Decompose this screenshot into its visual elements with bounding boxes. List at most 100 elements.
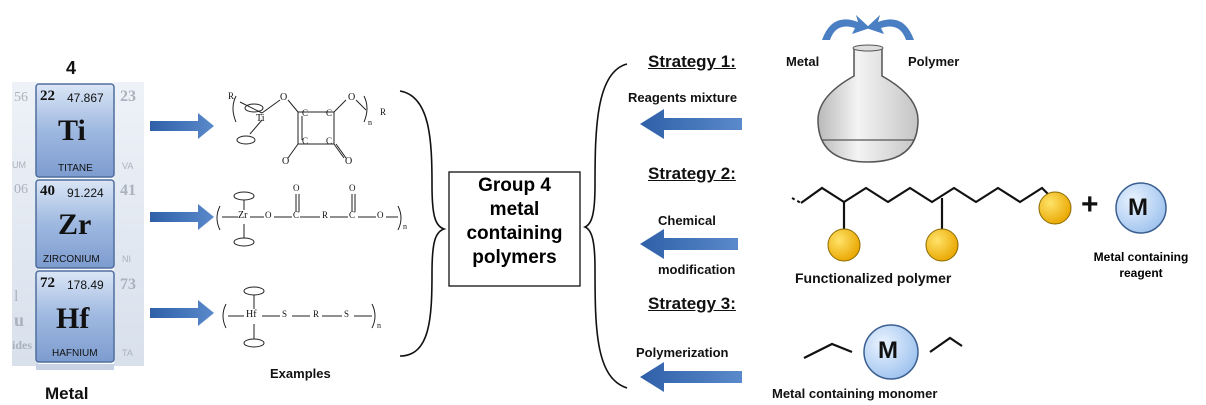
metal-reagent-ball (1115, 182, 1167, 234)
left-neighbor-name: UM (12, 160, 26, 170)
s2-c-2: C (349, 210, 356, 220)
center-box-frame (448, 171, 581, 287)
periodic-table (12, 82, 144, 370)
s3-s-2: S (344, 309, 350, 319)
s1-r-right: R (380, 107, 387, 117)
reagent-caption-line-1: Metal containing (1093, 250, 1189, 264)
strategy1-arrow (640, 109, 742, 139)
s3-subscript: n (377, 321, 381, 330)
structure-ti (232, 95, 368, 159)
metal-caption: Metal (45, 384, 89, 403)
functionalized-polymer-caption: Functionalized polymer (795, 270, 952, 286)
tile-zr (35, 179, 115, 269)
left-brace (399, 90, 447, 357)
left-neighbor-column (12, 82, 38, 366)
reagent-caption: Metal containing reagent (1068, 249, 1206, 281)
ti-mass: 47.867 (67, 91, 104, 105)
strategy2-title: Strategy 2: (648, 164, 736, 183)
left-neighbor-fragment-3: ides (12, 338, 33, 352)
metal-label: Metal (786, 54, 820, 69)
reagent-symbol: M (1128, 194, 1148, 221)
s1-r-left: R (228, 91, 235, 101)
right-neighbor-name-2: NI (122, 254, 131, 264)
s1-c-4: C (326, 136, 333, 146)
zr-mass: 91.224 (67, 186, 104, 200)
strategy2-arrow-label-top: Chemical (658, 213, 716, 228)
arrow-right-3 (150, 300, 214, 326)
hf-symbol: Hf (56, 302, 90, 335)
hf-name: HAFNIUM (52, 348, 98, 359)
center-box-line-2: metal (489, 199, 540, 220)
s1-c-3: C (302, 136, 309, 146)
plus-sign: + (1081, 188, 1099, 221)
tile-hf (35, 270, 115, 363)
strategy2-arrow (640, 229, 738, 259)
reagent-caption-line-2: reagent (1119, 266, 1163, 280)
metal-monomer (803, 324, 963, 380)
s1-o-right: O (348, 92, 356, 103)
s2-c-1: C (293, 210, 300, 220)
strategy1-arrow-label: Reagents mixture (628, 90, 738, 105)
zr-symbol: Zr (58, 208, 92, 241)
right-brace (582, 63, 628, 389)
s1-o-bottom-1: O (282, 156, 290, 167)
monomer-caption: Metal containing monomer (772, 386, 938, 401)
right-neighbor-name-1: VA (122, 161, 134, 171)
center-box-line-1: Group 4 (478, 175, 551, 196)
strategy3-arrow-label: Polymerization (636, 345, 729, 360)
right-neighbor-number-3: 73 (120, 276, 136, 293)
s1-o-bottom-2: O (345, 156, 353, 167)
s2-r: R (322, 210, 329, 220)
s1-c-2: C (326, 108, 333, 118)
tile-ti (35, 83, 115, 178)
flask (817, 44, 919, 163)
hf-mass: 178.49 (67, 278, 104, 292)
s3-s-1: S (282, 309, 288, 319)
s1-metal: Ti (256, 113, 265, 124)
s3-r: R (313, 309, 320, 319)
s1-o-left: O (280, 92, 288, 103)
example-arrows (150, 113, 214, 326)
polymer-label: Polymer (908, 54, 960, 69)
center-box: Group 4 metal containing polymers (450, 174, 579, 270)
polymer-curved-arrow (866, 15, 914, 40)
group-number: 4 (66, 58, 77, 78)
tile-below (36, 364, 114, 370)
hf-number: 72 (40, 275, 55, 291)
monomer-symbol: M (878, 337, 898, 364)
right-neighbor-name-3: TA (122, 348, 133, 358)
left-neighbor-number-1: 56 (14, 90, 28, 105)
s3-metal: Hf (246, 309, 257, 320)
left-neighbor-fragment-1: l (14, 288, 19, 305)
s2-o-2: O (377, 210, 384, 220)
right-neighbor-column (114, 82, 144, 366)
center-box-line-4: polymers (472, 247, 557, 268)
strategy3-arrow (640, 362, 742, 392)
s2-o-top-2: O (349, 183, 356, 193)
s2-metal: Zr (238, 210, 248, 221)
ti-number: 22 (40, 88, 55, 104)
arrow-right-2 (150, 204, 214, 230)
metal-curved-arrow (822, 15, 870, 40)
arrow-right-1 (150, 113, 214, 139)
ti-name: TITANE (58, 163, 93, 174)
zr-number: 40 (40, 183, 55, 199)
right-neighbor-number-2: 41 (120, 182, 136, 199)
s2-subscript: n (403, 222, 407, 231)
left-neighbor-fragment-2: u (14, 310, 25, 330)
s2-o-1: O (265, 210, 272, 220)
strategy1-title: Strategy 1: (648, 52, 736, 71)
center-box-line-3: containing (466, 223, 563, 244)
ti-symbol: Ti (58, 114, 86, 147)
s1-c-1: C (302, 108, 309, 118)
strategy2-arrow-label-bottom: modification (658, 262, 736, 277)
zr-name: ZIRCONIUM (43, 254, 100, 265)
structure-hf (222, 286, 376, 348)
examples-caption: Examples (270, 366, 331, 381)
left-neighbor-number-2: 06 (14, 182, 28, 197)
strategy3-title: Strategy 3: (648, 294, 736, 313)
s2-o-top-1: O (293, 183, 300, 193)
functionalized-polymer-chain (791, 186, 1072, 262)
